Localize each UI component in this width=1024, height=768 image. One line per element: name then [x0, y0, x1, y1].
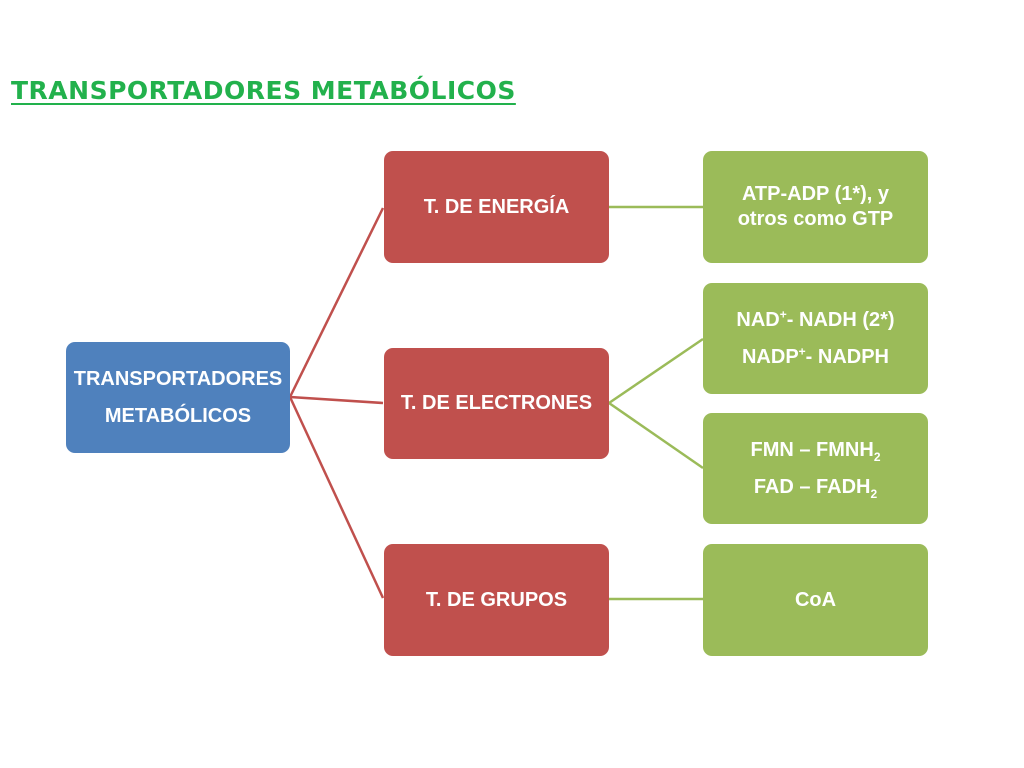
node-t-electrones-label: T. DE ELECTRONES [400, 392, 593, 414]
connector-root-electrones [289, 395, 384, 405]
node-nad-nadp: NAD+- NADH (2*) NADP+- NADPH [703, 283, 928, 394]
node-root: TRANSPORTADORES METABÓLICOS [66, 342, 290, 453]
fad-fadh2-line: FAD – FADH2 [753, 475, 878, 501]
node-t-energia: T. DE ENERGÍA [384, 151, 609, 263]
node-coa: CoA [703, 544, 928, 656]
node-atp-adp: ATP-ADP (1*), y otros como GTP [703, 151, 928, 263]
connector-electrones-fmn [608, 401, 704, 470]
nadp-nadph-line: NADP+- NADPH [741, 343, 890, 368]
connector-root-grupos [288, 396, 385, 599]
coa-label: CoA [794, 588, 837, 611]
node-fmn-fad: FMN – FMNH2 FAD – FADH2 [703, 413, 928, 524]
fmn-fmnh2-line: FMN – FMNH2 [750, 438, 881, 464]
page-title: TRANSPORTADORES METABÓLICOS [11, 76, 516, 105]
connector-electrones-nad [608, 337, 704, 405]
node-t-grupos: T. DE GRUPOS [384, 544, 609, 656]
root-line-2: METABÓLICOS [104, 404, 252, 427]
node-t-electrones: T. DE ELECTRONES [384, 348, 609, 459]
atp-adp-line-2: otros como GTP [737, 208, 894, 230]
root-line-1: TRANSPORTADORES [73, 367, 283, 390]
node-t-grupos-label: T. DE GRUPOS [425, 588, 568, 611]
connector-root-energia [288, 207, 385, 398]
node-t-energia-label: T. DE ENERGÍA [423, 195, 570, 218]
atp-adp-line-1: ATP-ADP (1*), y [741, 183, 890, 205]
nad-nadh-line: NAD+- NADH (2*) [736, 306, 895, 331]
